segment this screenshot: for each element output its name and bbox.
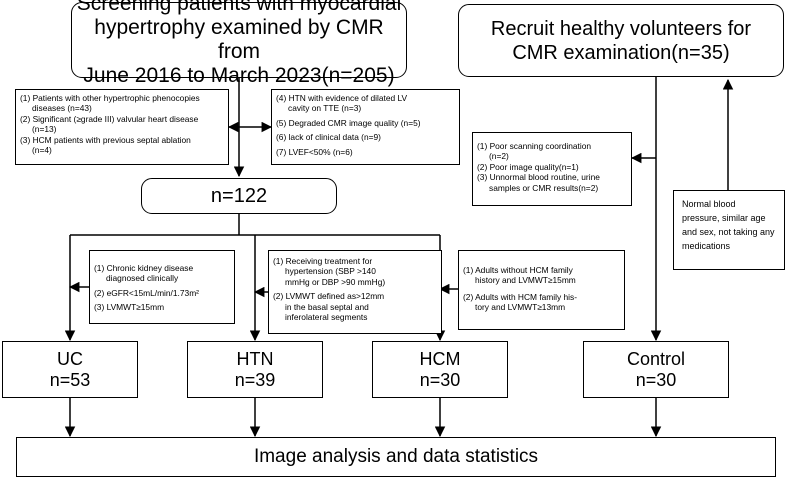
screening-line: Screening patients with myocardial: [76, 0, 402, 15]
criteria-item: mmHg or DBP >90 mmHg): [285, 276, 386, 287]
group-box-hcm: HCM n=30: [372, 341, 508, 398]
eligible-count: n=122: [210, 185, 268, 207]
criteria-box-uc: (1) Chronic kidney disease diagnosed cli…: [89, 250, 235, 324]
screening-line: June 2016 to March 2023(n=205): [83, 64, 395, 87]
exclusion-item: (3) Unnormal blood routine, urine: [477, 172, 600, 183]
group-name: HTN: [236, 348, 274, 369]
analysis-box: Image analysis and data statistics: [16, 437, 776, 477]
criteria-item: diagnosed clinically: [106, 273, 179, 284]
exclusion-item: (5) Degraded CMR image quality (n=5): [276, 117, 421, 128]
exclusion-item: (4) HTN with evidence of dilated LV: [276, 93, 408, 103]
note-line: pressure, similar age: [682, 213, 766, 223]
criteria-item: (1) Chronic kidney disease: [94, 263, 194, 273]
criteria-item: (2) Adults with HCM family his-: [463, 291, 578, 302]
control-exclusion-box: (1) Poor scanning coordination (n=2) (2)…: [472, 132, 632, 206]
group-box-htn: HTN n=39: [187, 341, 323, 398]
screening-box: Screening patients with myocardial hyper…: [71, 0, 407, 87]
analysis-label: Image analysis and data statistics: [253, 446, 539, 467]
criteria-item: (2) LVMWT defined as>12mm: [273, 291, 385, 302]
exclusion-item: samples or CMR results(n=2): [489, 182, 599, 193]
criteria-item: (2) eGFR<15mL/min/1.73m²: [94, 287, 199, 298]
exclusion-item: (3) HCM patients with previous septal ab…: [20, 134, 191, 145]
note-line: and sex, not taking any: [682, 227, 775, 237]
note-line: medications: [682, 241, 731, 251]
exclusion-item: (1) Poor scanning coordination: [477, 141, 592, 151]
group-box-uc: UC n=53: [2, 341, 138, 398]
criteria-item: tory and LVMWT≥13mm: [475, 302, 566, 313]
exclusion-item: (1) Patients with other hypertrophic phe…: [20, 93, 200, 103]
criteria-item: (1) Adults without HCM family: [463, 265, 573, 275]
recruit-line: Recruit healthy volunteers for: [490, 17, 752, 40]
group-name: HCM: [419, 348, 461, 369]
group-box-control: Control n=30: [583, 341, 729, 398]
exclusion-item: (2) Poor image quality(n=1): [477, 161, 579, 172]
exclusion-item: (n=2): [489, 151, 509, 162]
exclusion-item: (7) LVEF<50% (n=6): [276, 146, 353, 157]
recruit-line: CMR examination(n=35): [512, 41, 730, 64]
criteria-item: history and LVMWT≥15mm: [475, 275, 576, 286]
group-name: UC: [56, 348, 83, 369]
exclusion-item: (2) Significant (≥grade III) valvular he…: [20, 113, 199, 124]
exclusion-item: (n=4): [32, 145, 52, 156]
criteria-item: (1) Receiving treatment for: [273, 256, 373, 266]
criteria-box-htn: (1) Receiving treatment for hypertension…: [268, 250, 442, 334]
screening-line: hypertrophy examined by CMR from: [94, 16, 384, 63]
criteria-item: in the basal septal and: [285, 301, 369, 312]
group-name: Control: [626, 348, 686, 369]
group-count: n=30: [635, 369, 677, 390]
exclusion-box-left: (1) Patients with other hypertrophic phe…: [15, 89, 229, 165]
criteria-item: hypertension (SBP >140: [285, 266, 376, 277]
eligible-count-box: n=122: [141, 178, 337, 214]
group-count: n=39: [234, 369, 276, 390]
exclusion-box-right: (4) HTN with evidence of dilated LV cavi…: [271, 89, 460, 165]
note-line: Normal blood: [682, 199, 736, 209]
exclusion-item: diseases (n=43): [32, 103, 92, 114]
recruit-box: Recruit healthy volunteers for CMR exami…: [458, 4, 784, 77]
group-count: n=30: [419, 369, 461, 390]
exclusion-item: cavity on TTE (n=3): [288, 103, 362, 114]
exclusion-item: (n=13): [32, 124, 57, 135]
exclusion-item: (6) lack of clinical data (n=9): [276, 132, 381, 143]
control-criteria-note: Normal blood pressure, similar age and s…: [673, 190, 785, 270]
criteria-box-hcm: (1) Adults without HCM family history an…: [458, 250, 625, 330]
criteria-item: inferolateral segments: [285, 312, 368, 323]
criteria-item: (3) LVMWT≥15mm: [94, 302, 165, 313]
group-count: n=53: [49, 369, 91, 390]
